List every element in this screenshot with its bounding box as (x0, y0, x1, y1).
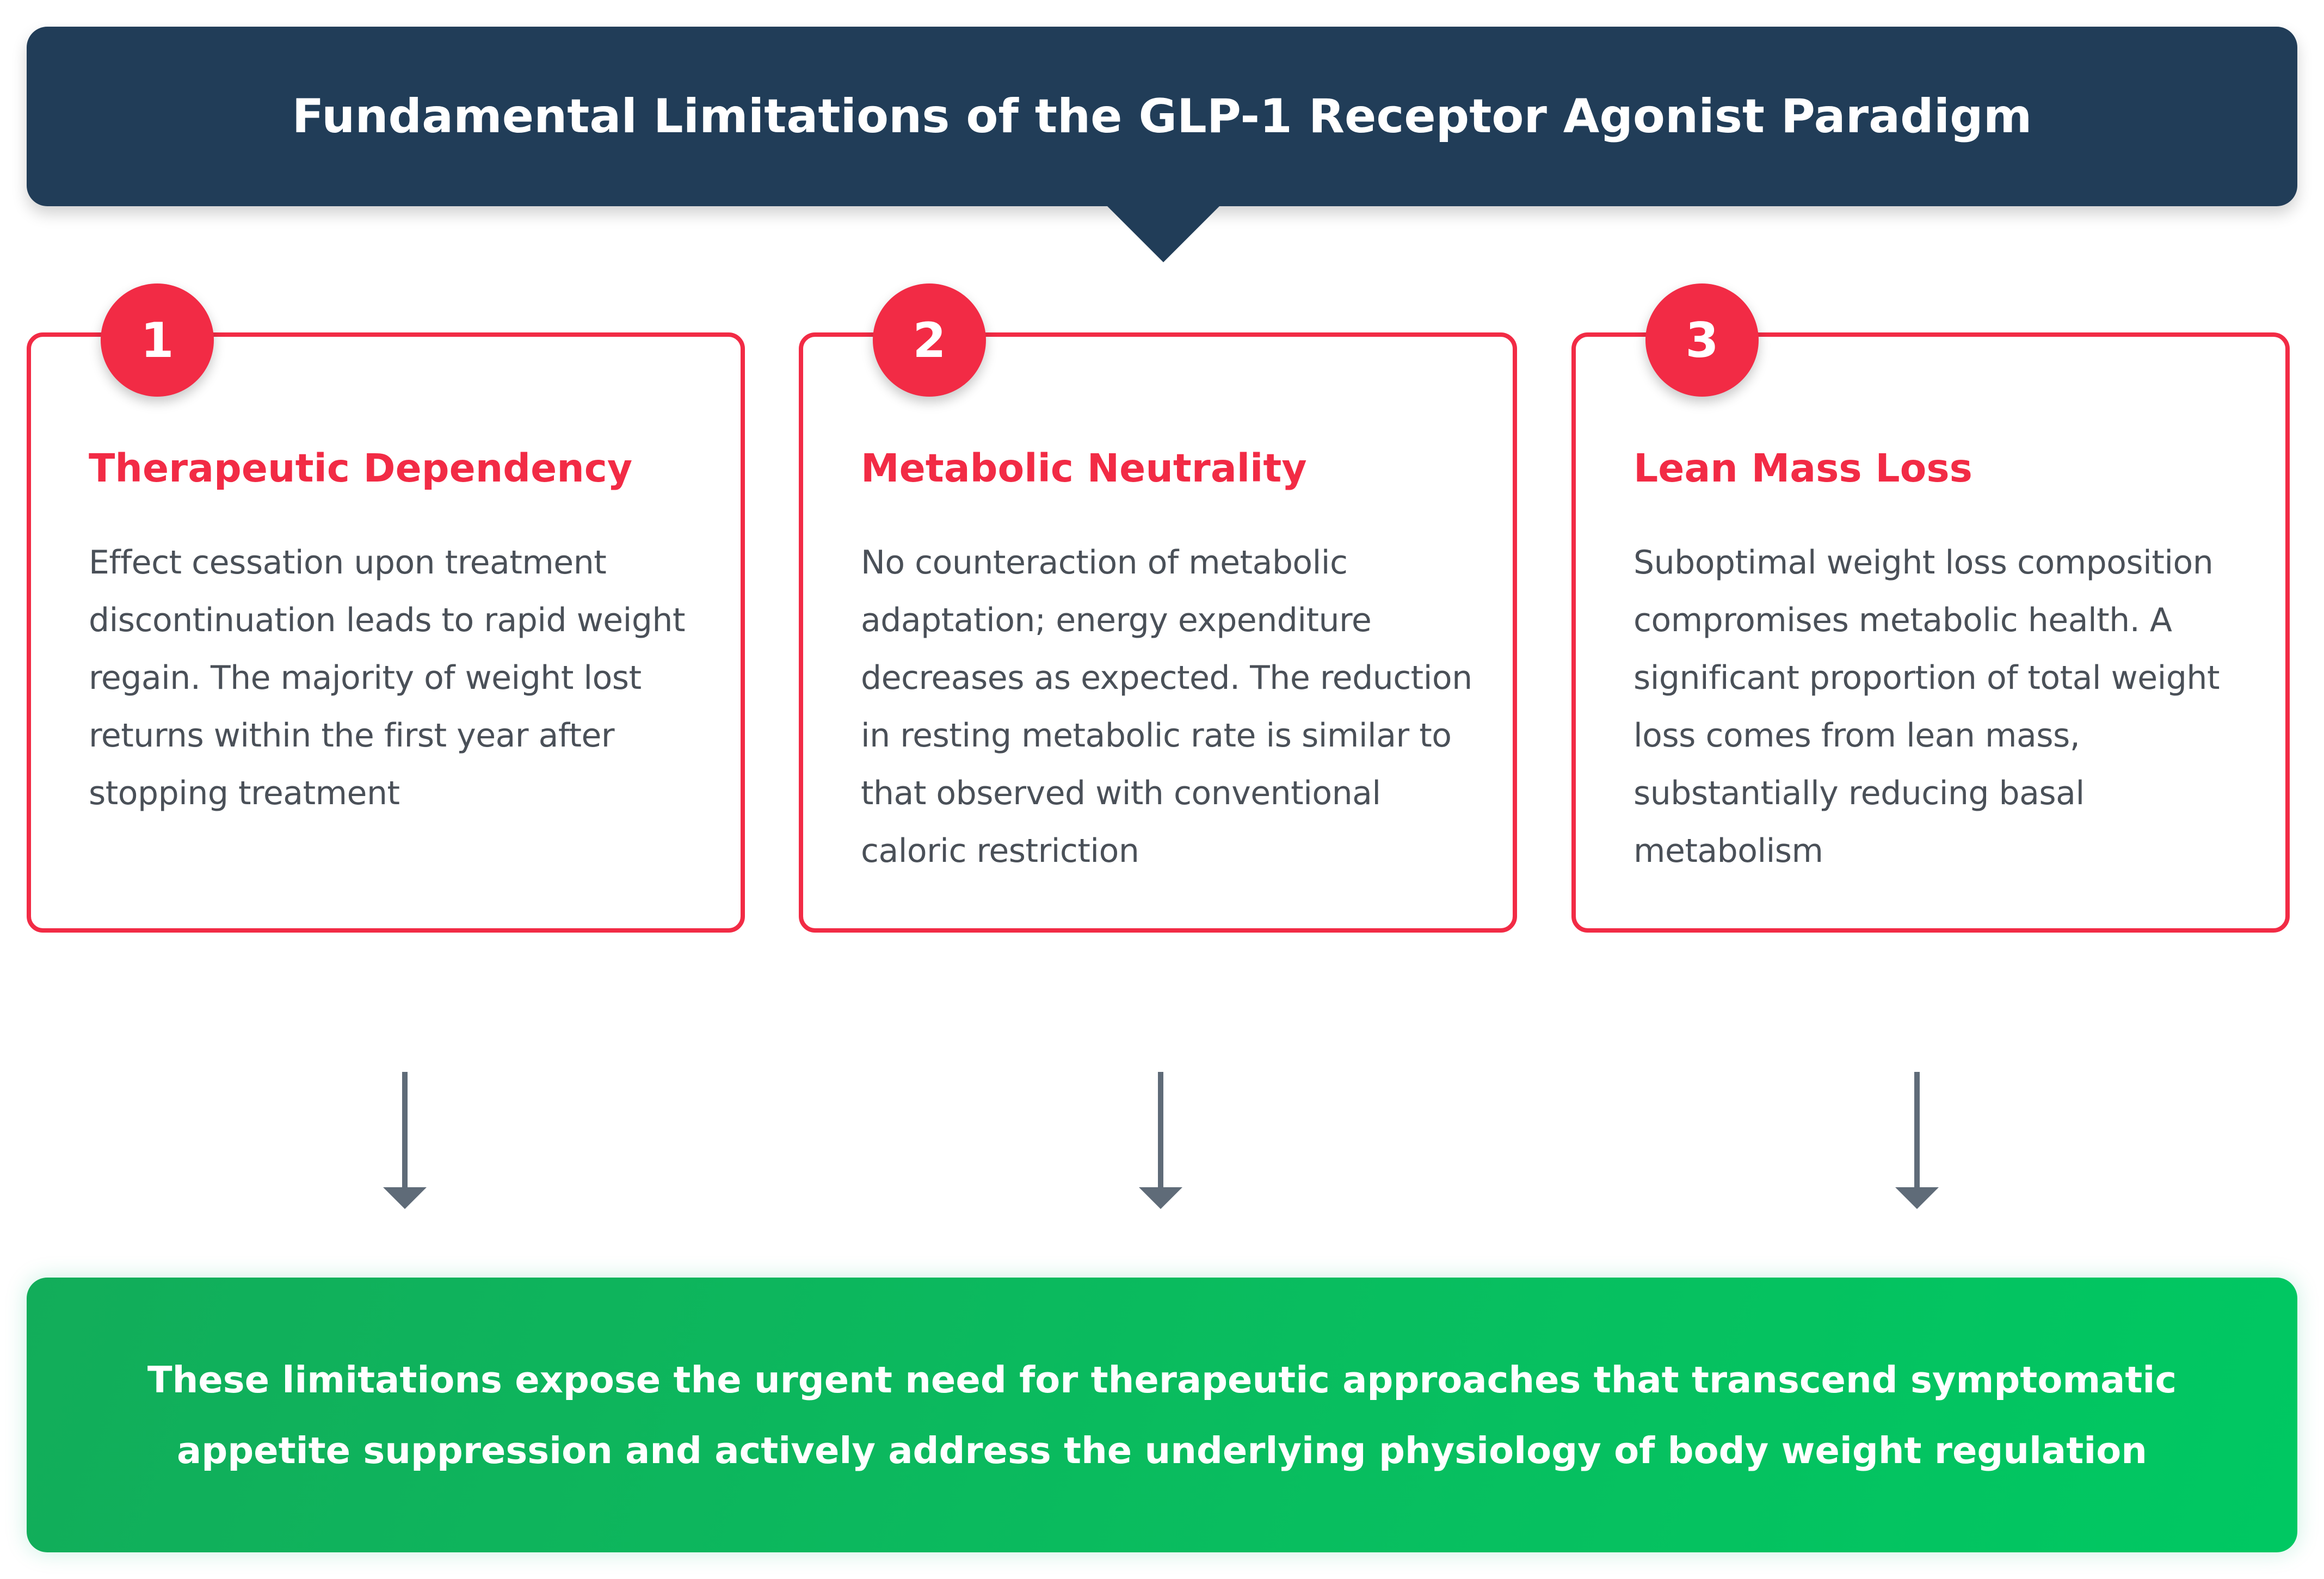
card-title: Lean Mass Loss (1633, 446, 1972, 491)
down-arrow-icon (1895, 1072, 1939, 1209)
header-pointer (1106, 205, 1221, 262)
card-description: Suboptimal weight loss composition compr… (1633, 544, 2220, 870)
limitation-card-1: 1 Therapeutic Dependency Effect cessatio… (27, 283, 745, 933)
down-arrow-icon (383, 1072, 427, 1209)
limitation-card-2: 2 Metabolic Neutrality No counteraction … (799, 283, 1517, 933)
header-banner: Fundamental Limitations of the GLP-1 Rec… (27, 27, 2297, 206)
card-title: Metabolic Neutrality (861, 446, 1307, 491)
conclusion-banner: These limitations expose the urgent need… (27, 1278, 2297, 1552)
card-description: Effect cessation upon treatment disconti… (89, 544, 685, 812)
card-title: Therapeutic Dependency (89, 446, 633, 491)
diagram-title: Fundamental Limitations of the GLP-1 Rec… (292, 89, 2032, 144)
down-arrow-icon (1139, 1072, 1182, 1209)
number-badge: 1 (101, 283, 214, 397)
card-description: No counteraction of metabolic adaptation… (861, 544, 1472, 870)
number-badge: 3 (1645, 283, 1759, 397)
number-badge: 2 (873, 283, 986, 397)
conclusion-text: These limitations expose the urgent need… (147, 1358, 2177, 1472)
limitation-card-3: 3 Lean Mass Loss Suboptimal weight loss … (1571, 283, 2290, 933)
